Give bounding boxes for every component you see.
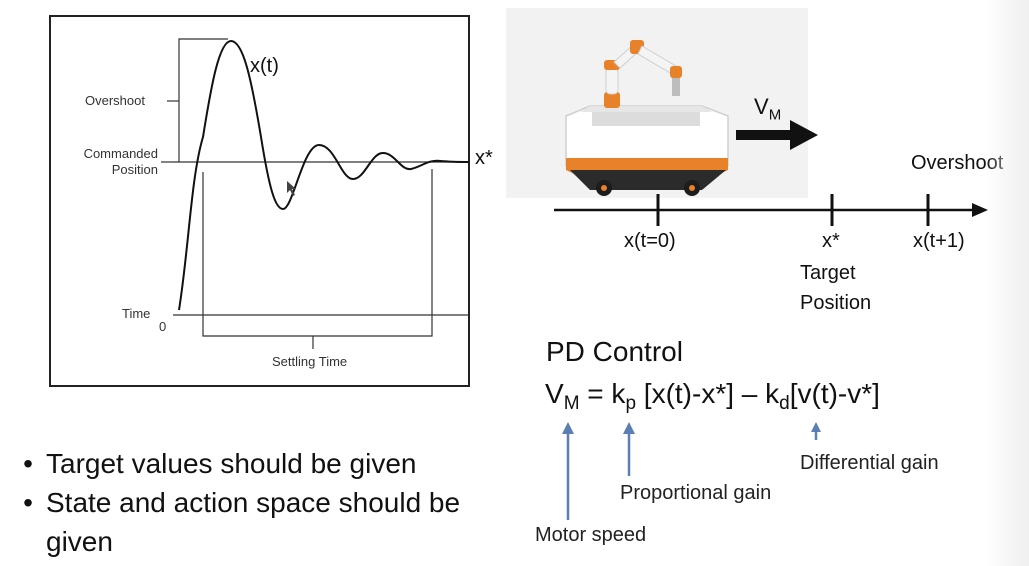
target-position-caption: Target Position (800, 262, 872, 314)
tick-target-label: x* (822, 230, 840, 252)
bullet-dot: • (23, 487, 33, 518)
bullet-dot: • (23, 448, 33, 479)
step-response-panel: x(t) Overshoot Commanded Position Time 0… (49, 15, 470, 387)
list-item: • Target values should be given (10, 444, 490, 483)
position-axis (554, 194, 988, 226)
velocity-arrow-icon (736, 120, 818, 150)
overshoot-bracket (178, 38, 228, 162)
origin-label: 0 (159, 319, 167, 334)
settling-time-bracket (202, 169, 433, 337)
curve-label: x(t) (250, 55, 279, 77)
mobile-robot-illustration (565, 40, 729, 196)
settling-time-label: Settling Time (272, 354, 348, 369)
annotation-arrows (562, 422, 821, 520)
pd-control-equation: VM = kp [x(t)-x*] – kd[v(t)-v*] (545, 378, 880, 414)
motor-speed-label: Motor speed (535, 524, 647, 546)
velocity-label: VM (754, 94, 782, 124)
proportional-gain-label: Proportional gain (620, 482, 772, 504)
differential-gain-label: Differential gain (800, 452, 939, 474)
mouse-cursor-icon (287, 181, 296, 196)
tick-next-label: x(t+1) (913, 230, 965, 252)
bullet-list: • Target values should be given • State … (10, 444, 490, 561)
overshoot-label: Overshoot (85, 93, 145, 108)
tick-start-label: x(t=0) (624, 230, 676, 252)
commanded-position-label: Commanded Position (83, 146, 158, 177)
target-x-star-label: x* (475, 147, 493, 169)
list-item: • State and action space should be given (10, 483, 490, 561)
response-curve (178, 39, 470, 311)
step-response-svg (161, 38, 470, 349)
slide-edge-shadow (985, 0, 1029, 566)
time-label: Time (122, 306, 151, 321)
mobile-robot-image (506, 8, 808, 198)
axis-overshoot-label: Overshoot (911, 152, 1004, 174)
pd-control-title: PD Control (546, 336, 683, 367)
